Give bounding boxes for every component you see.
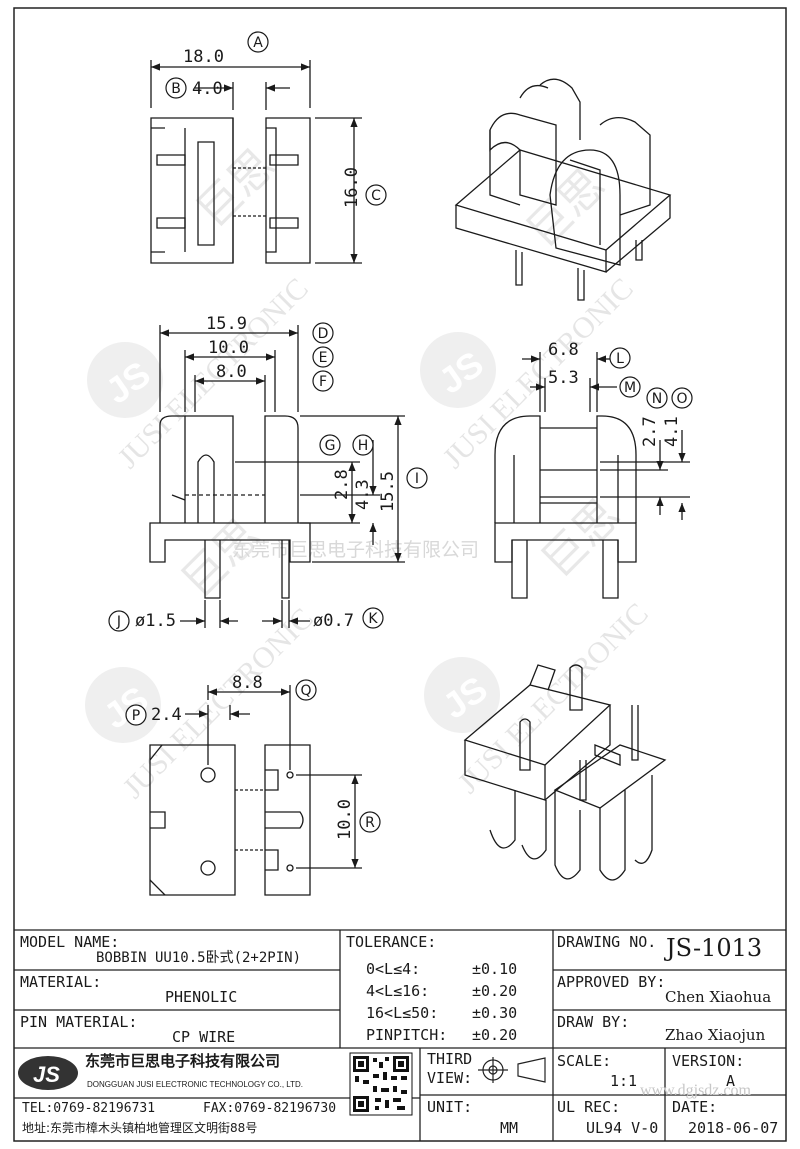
dim-value-g: 2.8 [332,469,352,500]
dim-balloon-letter-c: C [371,188,381,204]
dim-I [300,415,405,563]
dim-balloon-o [671,387,693,409]
dim-H [300,440,380,545]
dim-balloon-l [609,347,631,369]
dim-balloon-letter-r: R [365,815,375,831]
watermark-logo-2: JS [420,332,496,408]
dim-balloon-letter-f: F [319,374,327,390]
dim-balloon-letter-g: G [325,438,336,454]
dim-J [180,600,238,628]
dim-value-e: 10.0 [208,338,249,358]
front-view [149,415,311,599]
side-view [494,415,637,599]
dim-balloon-e [312,346,334,368]
dim-value-c: 16.0 [342,167,362,208]
dim-balloon-letter-k: K [368,611,378,627]
dim-D [159,325,299,412]
dim-balloon-letter-a: A [253,35,263,51]
dim-balloon-c [365,184,387,206]
dim-value-h: 4.3 [353,479,373,510]
dim-value-q: 8.8 [232,673,263,693]
dim-value-m: 5.3 [548,368,579,388]
dim-O [600,430,690,520]
iso-view-bottom [463,664,667,881]
dim-value-l: 6.8 [548,340,579,360]
top-view [150,117,311,264]
dim-M [530,378,617,412]
dim-F [194,375,266,412]
dim-G [235,461,360,524]
dim-Q [207,685,291,770]
dim-value-f: 8.0 [216,362,247,382]
company-logo: JS [18,1056,78,1090]
dim-value-j: ø1.5 [135,611,176,631]
dim-balloon-letter-q: Q [300,683,311,699]
bottom-view [149,744,311,896]
iso-view-top [454,78,672,301]
dim-balloon-letter-n: N [652,391,662,407]
dim-balloon-h [352,434,374,456]
dim-value-i: 15.5 [378,471,398,512]
dim-balloon-letter-j: J [116,614,121,630]
dim-B [195,82,290,110]
dim-balloon-m [619,376,641,398]
dim-balloon-p [125,704,147,726]
third-angle-projection-symbol [478,1057,546,1083]
dim-balloon-d [312,322,334,344]
dim-N [600,440,690,515]
dim-balloon-k [362,607,384,629]
dim-value-k: ø0.7 [313,611,354,631]
qr-code [349,1052,413,1116]
dim-balloon-letter-m: M [624,380,636,396]
watermark-company-cn: 东莞市巨思电子科技有限公司 [232,539,479,561]
dim-L [522,352,612,412]
dim-balloon-r [359,811,381,833]
watermark-logo-1: JS [87,342,163,418]
dim-balloon-n [646,387,668,409]
svg-text:JS: JS [33,1062,60,1087]
dim-P [185,705,250,765]
dim-value-o: 4.1 [662,416,682,447]
dim-balloon-letter-d: D [318,326,329,342]
watermark-logo-3: JS [85,667,161,743]
dim-balloon-letter-l: L [616,351,624,367]
dim-balloon-a [247,31,269,53]
dim-balloon-f [312,370,334,392]
dim-balloon-b [165,77,187,99]
dim-balloon-letter-h: H [358,438,369,454]
dim-C [315,117,362,264]
dim-value-n: 2.7 [640,416,660,447]
dim-R [296,774,362,869]
dim-balloon-j [108,610,130,632]
dim-value-p: 2.4 [151,705,182,725]
dim-value-r: 10.0 [335,799,355,840]
dim-balloon-letter-o: O [676,391,687,407]
watermark-brand-cn: 巨思 [532,489,630,587]
dim-balloon-letter-e: E [319,350,328,366]
dim-A [150,60,311,108]
dim-balloon-i [406,467,428,489]
dim-balloon-q [295,679,317,701]
dim-balloon-letter-p: P [132,708,140,724]
dim-balloon-letter-i: I [415,471,419,487]
dim-value-a: 18.0 [183,47,224,67]
sheet-frame [13,7,787,1142]
dim-value-d: 15.9 [206,314,247,334]
watermark-logo-4: JS [424,657,500,733]
dim-balloon-g [319,434,341,456]
dim-K [262,600,310,628]
dim-value-b: 4.0 [192,79,223,99]
dim-balloon-letter-b: B [171,81,181,97]
dim-E [184,350,276,412]
